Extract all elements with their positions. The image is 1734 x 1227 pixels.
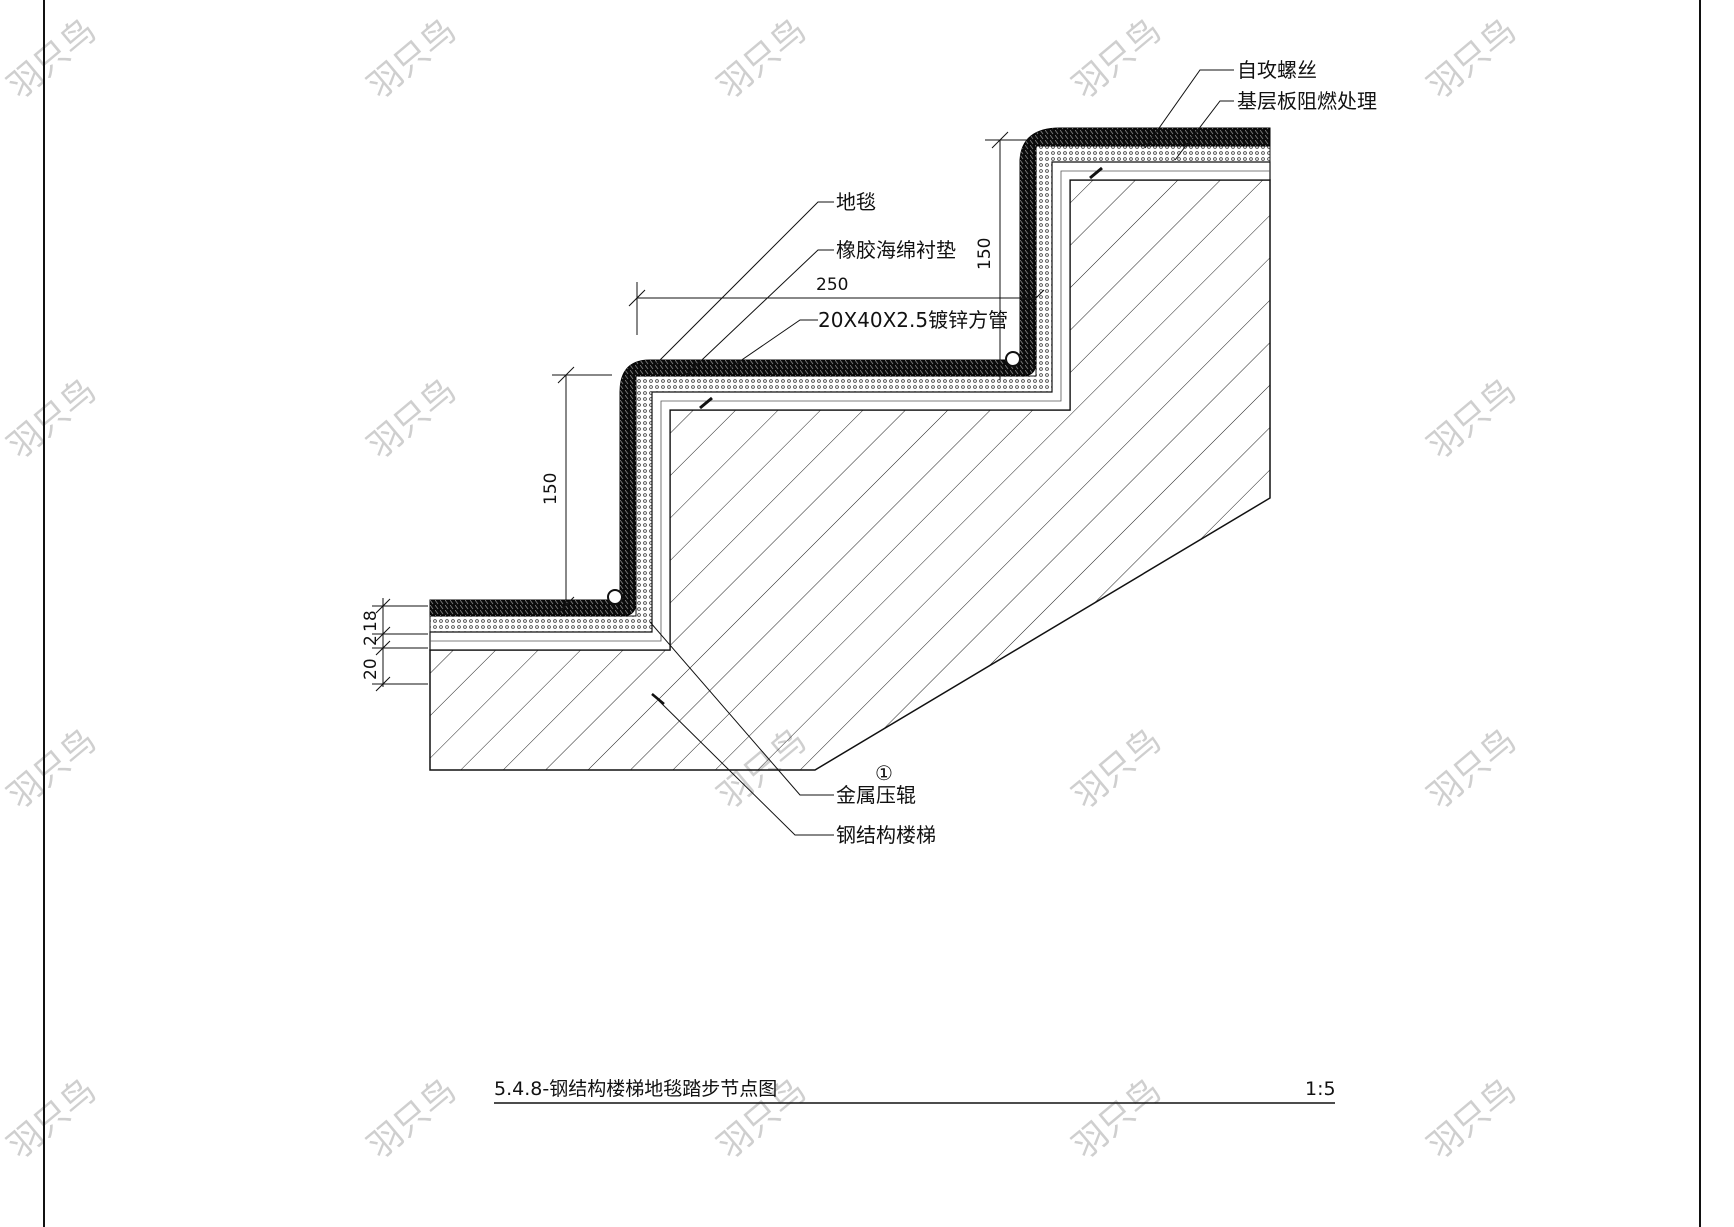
leader-base-board [1174, 100, 1234, 161]
label-self-tapping-screw: 自攻螺丝 [1237, 58, 1317, 82]
leader-lines [649, 69, 1234, 836]
label-callout-marker: ① [875, 761, 893, 785]
watermark-text: 羽只鸟 [0, 11, 104, 107]
metal-nosing-bar-upper [1005, 351, 1021, 367]
base-board-inner-line [430, 170, 1270, 642]
dim-layers-tick-1 [375, 598, 391, 614]
watermark-text: 羽只鸟 [0, 721, 104, 817]
dim-layers-tick-2 [375, 626, 391, 642]
label-metal-nosing-bar: 金属压辊 [836, 783, 916, 807]
leader-rubber-sponge [685, 249, 834, 376]
dim-text-150-upper: 150 [975, 238, 995, 270]
watermark-text: 羽只鸟 [710, 11, 814, 107]
watermark-text: 羽只鸟 [1420, 371, 1524, 467]
watermark-text: 羽只鸟 [0, 371, 104, 467]
dim-250-tick-right [1027, 289, 1045, 307]
dim-text-20: 20 [361, 658, 381, 680]
leader-self-tapping-screw [1144, 69, 1234, 149]
dim-text-2: 2 [361, 635, 381, 646]
drawing-scale: 1:5 [1305, 1078, 1336, 1100]
watermark-text: 羽只鸟 [1065, 11, 1169, 107]
dim-150-lower-tick-bottom [557, 596, 575, 614]
label-steel-structure-stair: 钢结构楼梯 [836, 823, 936, 847]
watermark-text: 羽只鸟 [360, 1071, 464, 1167]
metal-nosing-bar-lower [607, 589, 623, 605]
dimension-lines [372, 131, 1045, 692]
label-fire-retardant-base-board: 基层板阻燃处理 [1237, 89, 1377, 113]
dim-layers-tick-4 [375, 676, 391, 692]
screw-upper [1089, 166, 1103, 180]
dim-text-250: 250 [816, 275, 848, 295]
label-carpet: 地毯 [836, 190, 876, 214]
watermark-text: 羽只鸟 [0, 1071, 104, 1167]
leader-metal-nosing [649, 621, 834, 796]
carpet-texture [430, 128, 1270, 616]
dim-text-18: 18 [361, 610, 381, 632]
label-rubber-sponge-underlay: 橡胶海绵衬垫 [836, 238, 956, 262]
watermark-text: 羽只鸟 [1420, 1071, 1524, 1167]
watermark-text: 羽只鸟 [1420, 11, 1524, 107]
watermark-text: 羽只鸟 [360, 11, 464, 107]
dim-150-lower-tick-top [557, 366, 575, 384]
watermark-text: 羽只鸟 [1065, 721, 1169, 817]
dim-250-tick-left [628, 289, 646, 307]
watermark-text: 羽只鸟 [1065, 1071, 1169, 1167]
drawing-title: 5.4.8-钢结构楼梯地毯踏步节点图 [494, 1078, 777, 1100]
leader-square-tube [729, 319, 818, 369]
dim-layers-tick-3 [375, 640, 391, 656]
leader-carpet [654, 201, 834, 366]
label-galvanized-square-tube: 20X40X2.5镀锌方管 [818, 308, 1008, 332]
leader-steel-stair [651, 693, 834, 836]
dim-150-upper-tick-top [991, 131, 1009, 149]
screw-lower [699, 396, 713, 410]
watermark-text: 羽只鸟 [1420, 721, 1524, 817]
watermark-text: 羽只鸟 [360, 371, 464, 467]
dim-text-150-lower: 150 [541, 473, 561, 505]
